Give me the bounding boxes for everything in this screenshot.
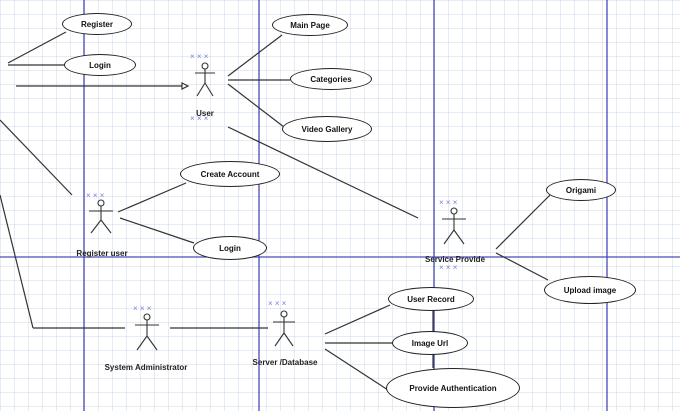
actor-system-admin-figure [135, 313, 159, 351]
usecase-label: Upload image [563, 285, 617, 295]
usecase-main-page[interactable]: Main Page [272, 14, 348, 36]
usecase-label: Login [89, 60, 111, 70]
usecase-label: User Record [407, 294, 455, 304]
usecase-label: Origami [565, 185, 597, 195]
usecase-image-url[interactable]: Image Url [392, 331, 468, 355]
usecase-upload-image[interactable]: Upload image [544, 276, 636, 304]
usecase-label: Login [219, 243, 241, 253]
svg-text:× × ×: × × × [86, 191, 105, 200]
svg-text:× × ×: × × × [190, 114, 209, 123]
actor-figures [89, 62, 466, 351]
usecase-user-record[interactable]: User Record [388, 287, 474, 311]
svg-text:× × ×: × × × [439, 198, 458, 207]
usecase-label: Categories [310, 74, 352, 84]
svg-text:× × ×: × × × [190, 52, 209, 61]
actor-register-user-label[interactable]: Register user [76, 249, 128, 258]
usecase-label: Register [80, 19, 113, 29]
usecase-provide-authentication[interactable]: Provide Authentication [386, 368, 520, 408]
actor-service-provider-figure [442, 207, 466, 245]
usecase-create-account[interactable]: Create Account [180, 161, 280, 187]
usecase-origami[interactable]: Origami [546, 179, 616, 201]
actor-server-database-label[interactable]: Server /Database [252, 358, 318, 367]
usecase-label: Create Account [200, 169, 260, 179]
selection-handles: × × × × × × × × × × × × × × × × × × × × … [86, 52, 458, 313]
usecase-label: Video Gallery [301, 124, 353, 134]
svg-text:× × ×: × × × [133, 304, 152, 313]
actor-user-figure [195, 62, 215, 97]
usecase-register[interactable]: Register [62, 13, 132, 35]
actor-user-label[interactable]: User [196, 109, 214, 118]
actor-system-administrator-label[interactable]: System Administrator [104, 363, 188, 372]
usecase-categories[interactable]: Categories [290, 68, 372, 90]
usecase-label: Image Url [411, 338, 449, 348]
actor-service-provider-label[interactable]: Service Provide [424, 255, 486, 264]
usecase-label: Provide Authentication [409, 383, 497, 393]
usecase-login[interactable]: Login [64, 54, 136, 76]
svg-text:× × ×: × × × [268, 299, 287, 308]
usecase-video-gallery[interactable]: Video Gallery [282, 116, 372, 142]
usecase-label: Main Page [290, 20, 330, 30]
connectors [0, 31, 551, 391]
svg-text:× × ×: × × × [439, 263, 458, 272]
actor-server-db-figure [273, 310, 295, 347]
usecase-login[interactable]: Login [193, 236, 267, 260]
actor-register-user-figure [89, 199, 113, 234]
